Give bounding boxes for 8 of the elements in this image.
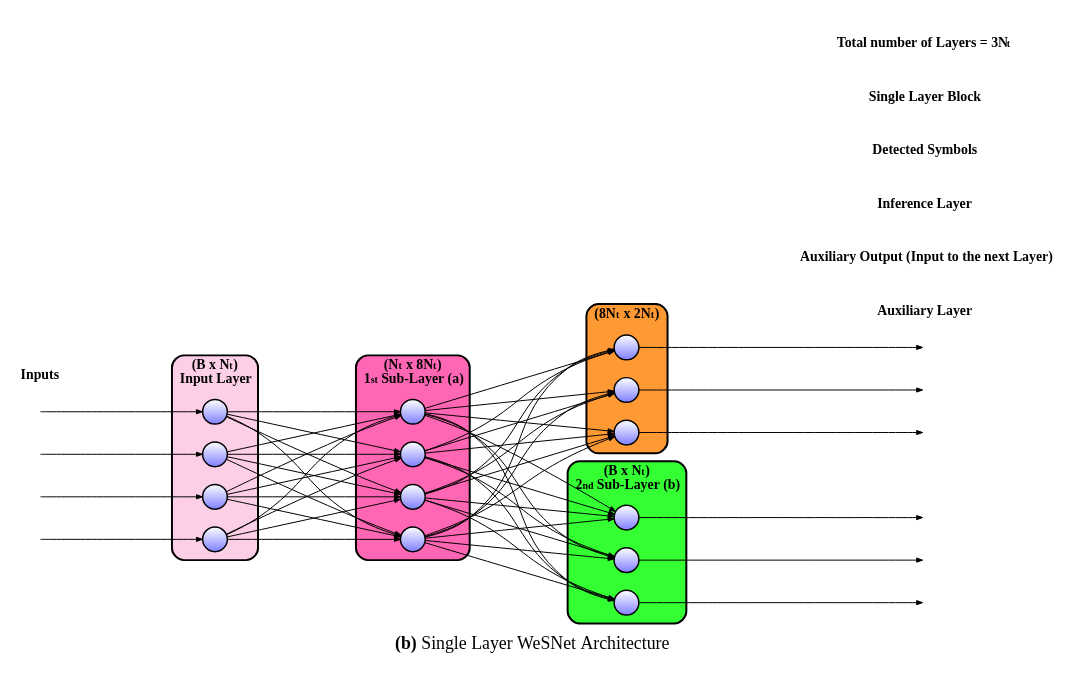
label: Detected Symbols: [872, 142, 978, 158]
label: Total number of Layers = 3Nt: [836, 35, 1011, 51]
label: Auxiliary Output (Input to the next Layer): [800, 249, 1053, 265]
label: Single Layer Block: [868, 88, 982, 104]
label: Inference Layer: [877, 195, 972, 211]
caption: (b) Single Layer WeSNet Architecture: [395, 632, 670, 653]
label: Inputs: [20, 366, 60, 382]
label: Auxiliary Layer: [877, 302, 973, 318]
